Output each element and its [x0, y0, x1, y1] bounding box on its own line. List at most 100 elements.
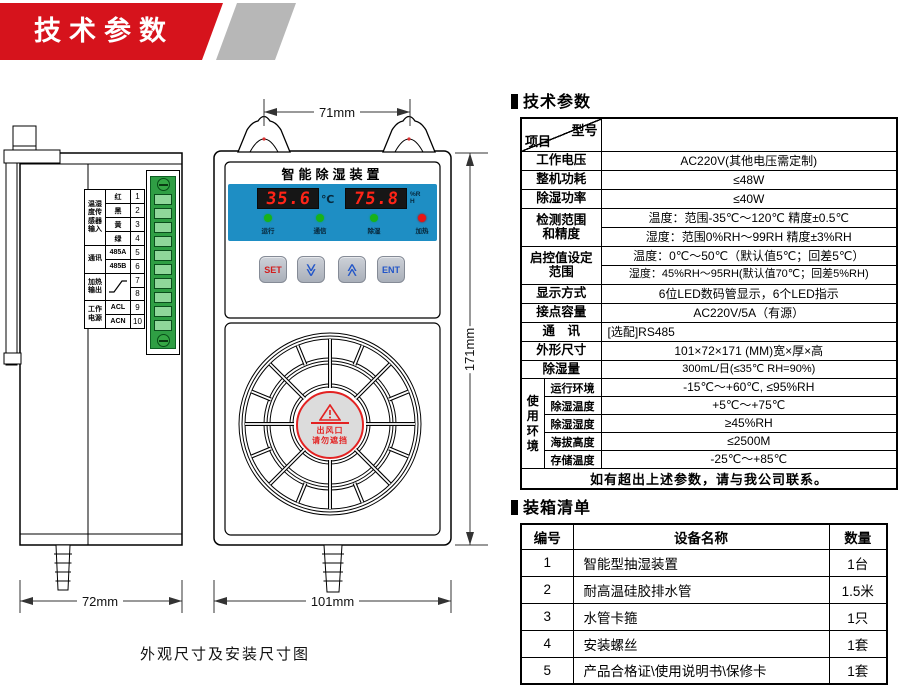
enter-button: ENT	[377, 256, 405, 283]
spec-value: 温度：0℃～50℃（默认值5℃；回差5℃）	[600, 246, 898, 266]
spec-value: 6位LED数码管显示，6个LED指示	[600, 284, 898, 304]
terminal-number: 7	[130, 273, 145, 288]
terminal-group-heater: 加热输出	[84, 273, 106, 301]
decrease-button: ≫	[297, 256, 325, 283]
chevron-down-icon: ≫	[303, 262, 319, 277]
terminal-block-green-body	[150, 176, 176, 349]
warning-divider	[311, 422, 349, 424]
packing-col-name: 设备名称	[572, 523, 830, 550]
humidity-value: 75.8	[352, 188, 400, 209]
spec-value: [选配]RS485	[600, 322, 898, 342]
env-value: -15℃～+60℃, ≤95%RH	[600, 378, 898, 397]
terminal-number: 6	[130, 259, 145, 274]
warning-text-1: 出风口	[316, 426, 344, 435]
wire-label: 485A	[105, 245, 131, 260]
packing-section-title: 装箱清单	[523, 500, 592, 517]
wire-label: 黄	[105, 217, 131, 232]
terminal-cell	[154, 264, 172, 275]
wire-label: ACL	[105, 300, 131, 315]
env-value: ≤2500M	[600, 432, 898, 451]
spec-value: 湿度：范围0%RH～99RH 精度±3%RH	[600, 227, 898, 247]
terminal-group-sensor: 温湿度传感器输入	[84, 189, 106, 246]
row-qty: 1套	[828, 656, 888, 685]
table-row: 2 耐高温硅胶排水管 1.5米	[520, 575, 888, 604]
section-marker-icon	[511, 94, 518, 109]
row-qty: 1只	[828, 602, 888, 631]
spec-label: 外形尺寸	[520, 341, 602, 361]
table-row: 4 安装螺丝 1套	[520, 629, 888, 658]
env-sublabel: 海拔高度	[543, 432, 602, 451]
spec-label: 工作电压	[520, 151, 602, 171]
env-sublabel: 除湿湿度	[543, 414, 602, 433]
model-header-empty	[600, 117, 898, 152]
temperature-display: 35.6	[257, 188, 319, 209]
packing-section-header: 装箱清单	[511, 494, 591, 518]
row-no: 5	[520, 656, 574, 685]
terminal-number: 9	[130, 300, 145, 315]
terminal-number: 4	[130, 231, 145, 246]
terminal-number: 1	[130, 189, 145, 204]
banner-red-shape	[0, 3, 223, 60]
terminal-wiring-table: 温湿度传感器输入 红 1 黑 2 黄 3 绿 4 通讯 485A 5 485B …	[84, 189, 145, 329]
terminal-cell	[154, 306, 172, 317]
packing-table: 编号 设备名称 数量 1 智能型抽湿装置 1台 2 耐高温硅胶排水管 1.5米 …	[520, 523, 888, 685]
set-button: SET	[259, 256, 287, 283]
spec-value: ≤40W	[600, 189, 898, 209]
row-qty: 1台	[828, 548, 888, 577]
chevron-up-icon: ≪	[344, 262, 360, 277]
terminal-screw-icon	[156, 334, 170, 347]
relay-contact-icon	[105, 273, 131, 301]
comm-led	[316, 214, 324, 222]
terminal-cell	[154, 320, 172, 331]
spec-label: 启控值设定 范围	[520, 246, 602, 285]
run-led	[264, 214, 272, 222]
spec-value: ≤48W	[600, 170, 898, 190]
terminal-cell	[154, 208, 172, 219]
dehumidify-led	[370, 214, 378, 222]
row-name: 安装螺丝	[572, 629, 830, 658]
spec-label: 检测范围 和精度	[520, 208, 602, 247]
terminal-screw-icon	[156, 178, 170, 191]
heat-led-label: 加热	[415, 228, 429, 235]
dim-height: 171mm	[440, 325, 500, 374]
env-value: +5℃～+75℃	[600, 396, 898, 415]
page-title: 技术参数	[34, 16, 174, 46]
spec-label: 除湿功率	[520, 189, 602, 209]
wire-label: 485B	[105, 259, 131, 274]
terminal-group-power: 工作电源	[84, 300, 106, 329]
row-no: 2	[520, 575, 574, 604]
spec-value: 温度：范围-35℃～120℃ 精度±0.5℃	[600, 208, 898, 228]
row-qty: 1套	[828, 629, 888, 658]
temperature-unit: ℃	[321, 194, 335, 206]
spec-table: 型号 项目 工作电压 AC220V(其他电压需定制) 整机功耗 ≤48W 除湿功…	[520, 117, 898, 490]
terminal-cell	[154, 278, 172, 289]
env-sublabel: 存储温度	[543, 450, 602, 469]
wire-label: 黑	[105, 203, 131, 218]
run-led-label: 运行	[261, 228, 275, 235]
packing-col-no: 编号	[520, 523, 574, 550]
dim-side-width: 72mm	[18, 594, 182, 609]
spec-footer-note: 如有超出上述参数，请与我公司联系。	[520, 468, 898, 490]
increase-button: ≪	[338, 256, 366, 283]
humidity-display: 75.8	[345, 188, 407, 209]
env-sublabel: 除湿温度	[543, 396, 602, 415]
spec-label: 显示方式	[520, 284, 602, 304]
spec-value: 101×72×171 (MM)宽×厚×高	[600, 341, 898, 361]
wire-label: 红	[105, 189, 131, 204]
terminal-number: 8	[130, 286, 145, 301]
dim-top-width: 71mm	[264, 105, 410, 120]
spec-label: 除湿量	[520, 360, 602, 379]
row-name: 耐高温硅胶排水管	[572, 575, 830, 604]
terminal-number: 3	[130, 217, 145, 232]
enter-button-label: ENT	[382, 264, 400, 275]
env-value: ≥45%RH	[600, 414, 898, 433]
wire-label: 绿	[105, 231, 131, 246]
terminal-block-connector	[146, 170, 180, 355]
row-name: 产品合格证\使用说明书\保修卡	[572, 656, 830, 685]
table-row: 3 水管卡箍 1只	[520, 602, 888, 631]
spec-value: AC220V(其他电压需定制)	[600, 151, 898, 171]
terminal-cell	[154, 194, 172, 205]
row-no: 1	[520, 548, 574, 577]
section-marker-icon	[511, 500, 518, 515]
